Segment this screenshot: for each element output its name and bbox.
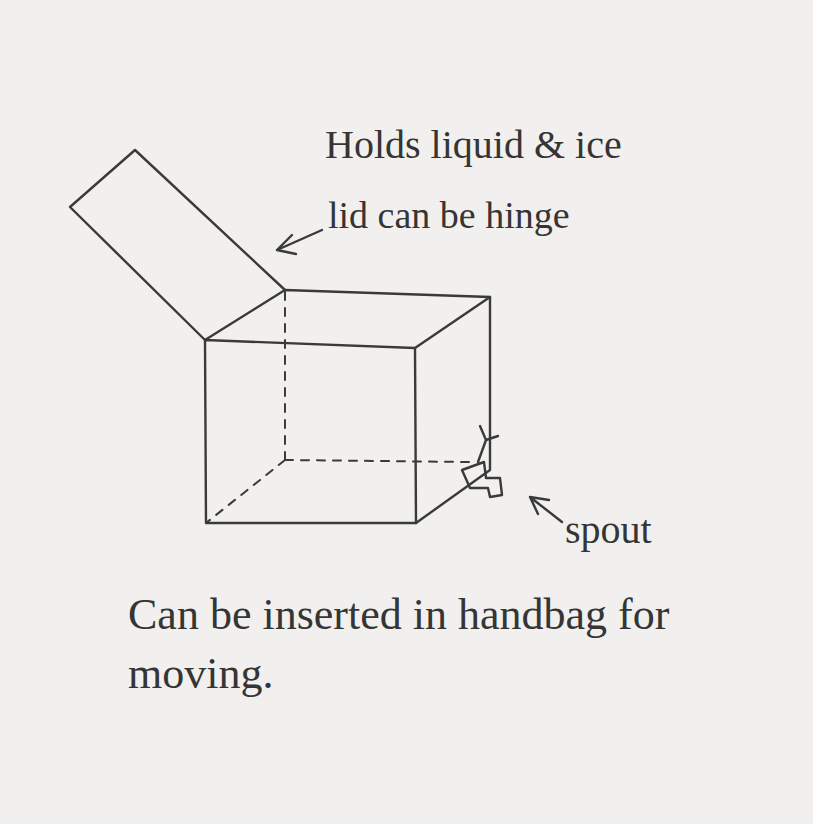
- annotation-label: Holds liquid & ice: [325, 118, 622, 172]
- annotation-label: lid can be hinge: [328, 190, 570, 241]
- leader-arrow: [530, 497, 562, 522]
- leader-arrow: [277, 230, 322, 254]
- hinged-lid: [70, 150, 285, 340]
- top-edges: [205, 290, 490, 348]
- spout-tap: [462, 426, 502, 497]
- front-face: [205, 340, 416, 523]
- annotation-label: spout: [565, 503, 652, 557]
- hidden-edges: [206, 292, 470, 523]
- note-text: Can be inserted in handbag for moving.: [128, 585, 708, 704]
